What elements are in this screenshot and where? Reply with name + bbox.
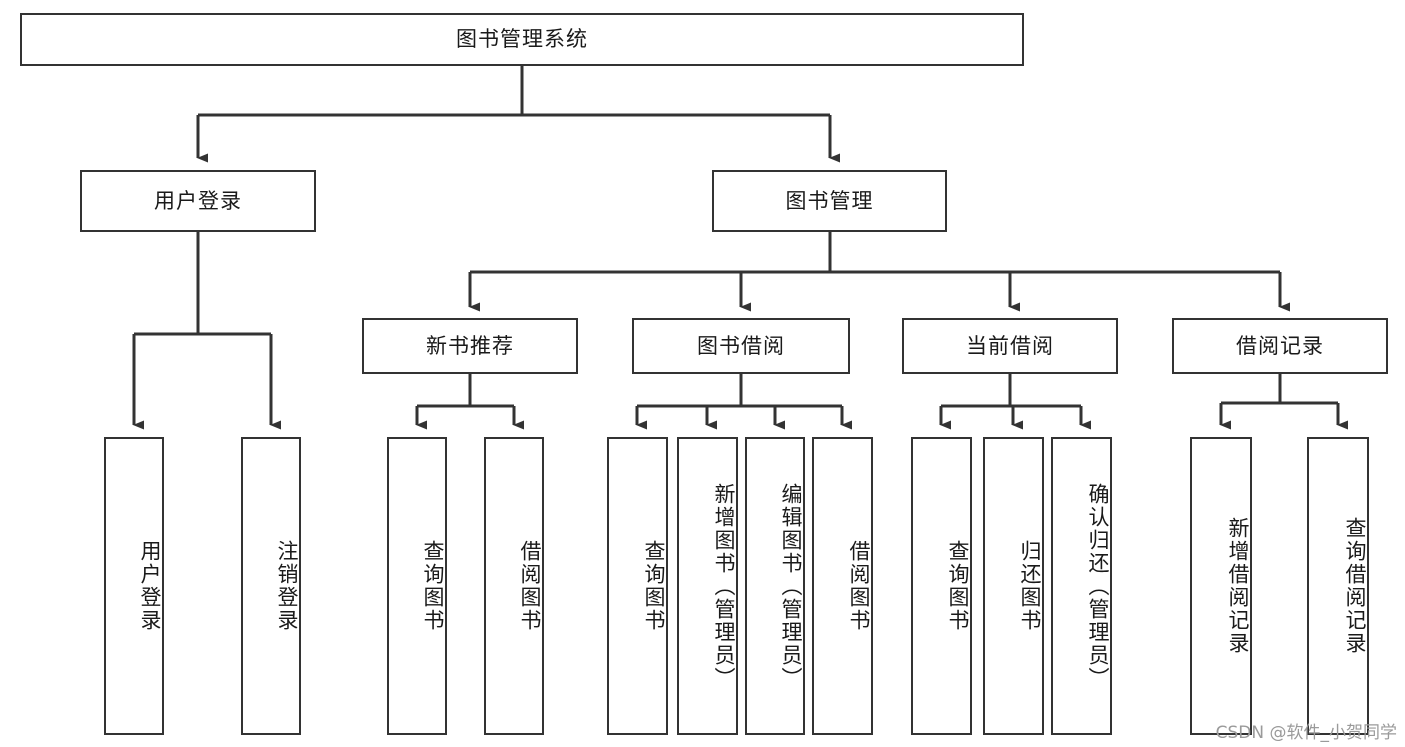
node-user-login[interactable]: 用户登录 [80,170,316,232]
leaf-add-borrow-record-label: 新增借阅记录 [1226,517,1250,655]
node-book-management-label: 图书管理 [785,188,874,213]
leaf-user-login[interactable]: 用户登录 [104,437,164,735]
node-borrow-record[interactable]: 借阅记录 [1172,318,1388,374]
leaf-confirm-return-admin-label: 确认归还（管理员） [1086,482,1110,690]
leaf-return-book[interactable]: 归还图书 [983,437,1044,735]
leaf-edit-book-admin-label: 编辑图书（管理员） [779,482,803,690]
leaf-borrow-book-bb-label: 借阅图书 [847,540,871,632]
leaf-confirm-return-admin[interactable]: 确认归还（管理员） [1051,437,1112,735]
node-current-borrow-label: 当前借阅 [966,333,1054,358]
leaf-query-borrow-record-label: 查询借阅记录 [1343,517,1367,655]
leaf-user-login-label: 用户登录 [138,540,162,632]
leaf-return-book-label: 归还图书 [1018,540,1042,632]
leaf-logout[interactable]: 注销登录 [241,437,301,735]
node-book-management[interactable]: 图书管理 [712,170,947,232]
node-borrow-record-label: 借阅记录 [1236,333,1324,358]
leaf-add-book-admin[interactable]: 新增图书（管理员） [677,437,738,735]
leaf-logout-label: 注销登录 [275,540,299,632]
leaf-query-book-cb-label: 查询图书 [946,540,970,632]
node-user-login-label: 用户登录 [154,188,242,213]
leaf-query-book-bb[interactable]: 查询图书 [607,437,668,735]
leaf-query-book-cb[interactable]: 查询图书 [911,437,972,735]
leaf-edit-book-admin[interactable]: 编辑图书（管理员） [745,437,805,735]
leaf-add-borrow-record[interactable]: 新增借阅记录 [1190,437,1252,735]
leaf-borrow-book-nbr[interactable]: 借阅图书 [484,437,544,735]
node-root-label: 图书管理系统 [456,27,588,52]
leaf-borrow-book-nbr-label: 借阅图书 [518,540,542,632]
csdn-watermark: CSDN @软件_小贺同学 [1215,723,1397,743]
node-book-borrow-label: 图书借阅 [697,333,785,358]
node-root[interactable]: 图书管理系统 [20,13,1024,66]
leaf-query-borrow-record[interactable]: 查询借阅记录 [1307,437,1369,735]
leaf-borrow-book-bb[interactable]: 借阅图书 [812,437,873,735]
node-new-book-recommend-label: 新书推荐 [426,333,514,358]
node-current-borrow[interactable]: 当前借阅 [902,318,1118,374]
leaf-add-book-admin-label: 新增图书（管理员） [712,482,736,690]
node-book-borrow[interactable]: 图书借阅 [632,318,850,374]
node-new-book-recommend[interactable]: 新书推荐 [362,318,578,374]
leaf-query-book-bb-label: 查询图书 [642,540,666,632]
leaf-query-book-nbr[interactable]: 查询图书 [387,437,447,735]
leaf-query-book-nbr-label: 查询图书 [421,540,445,632]
